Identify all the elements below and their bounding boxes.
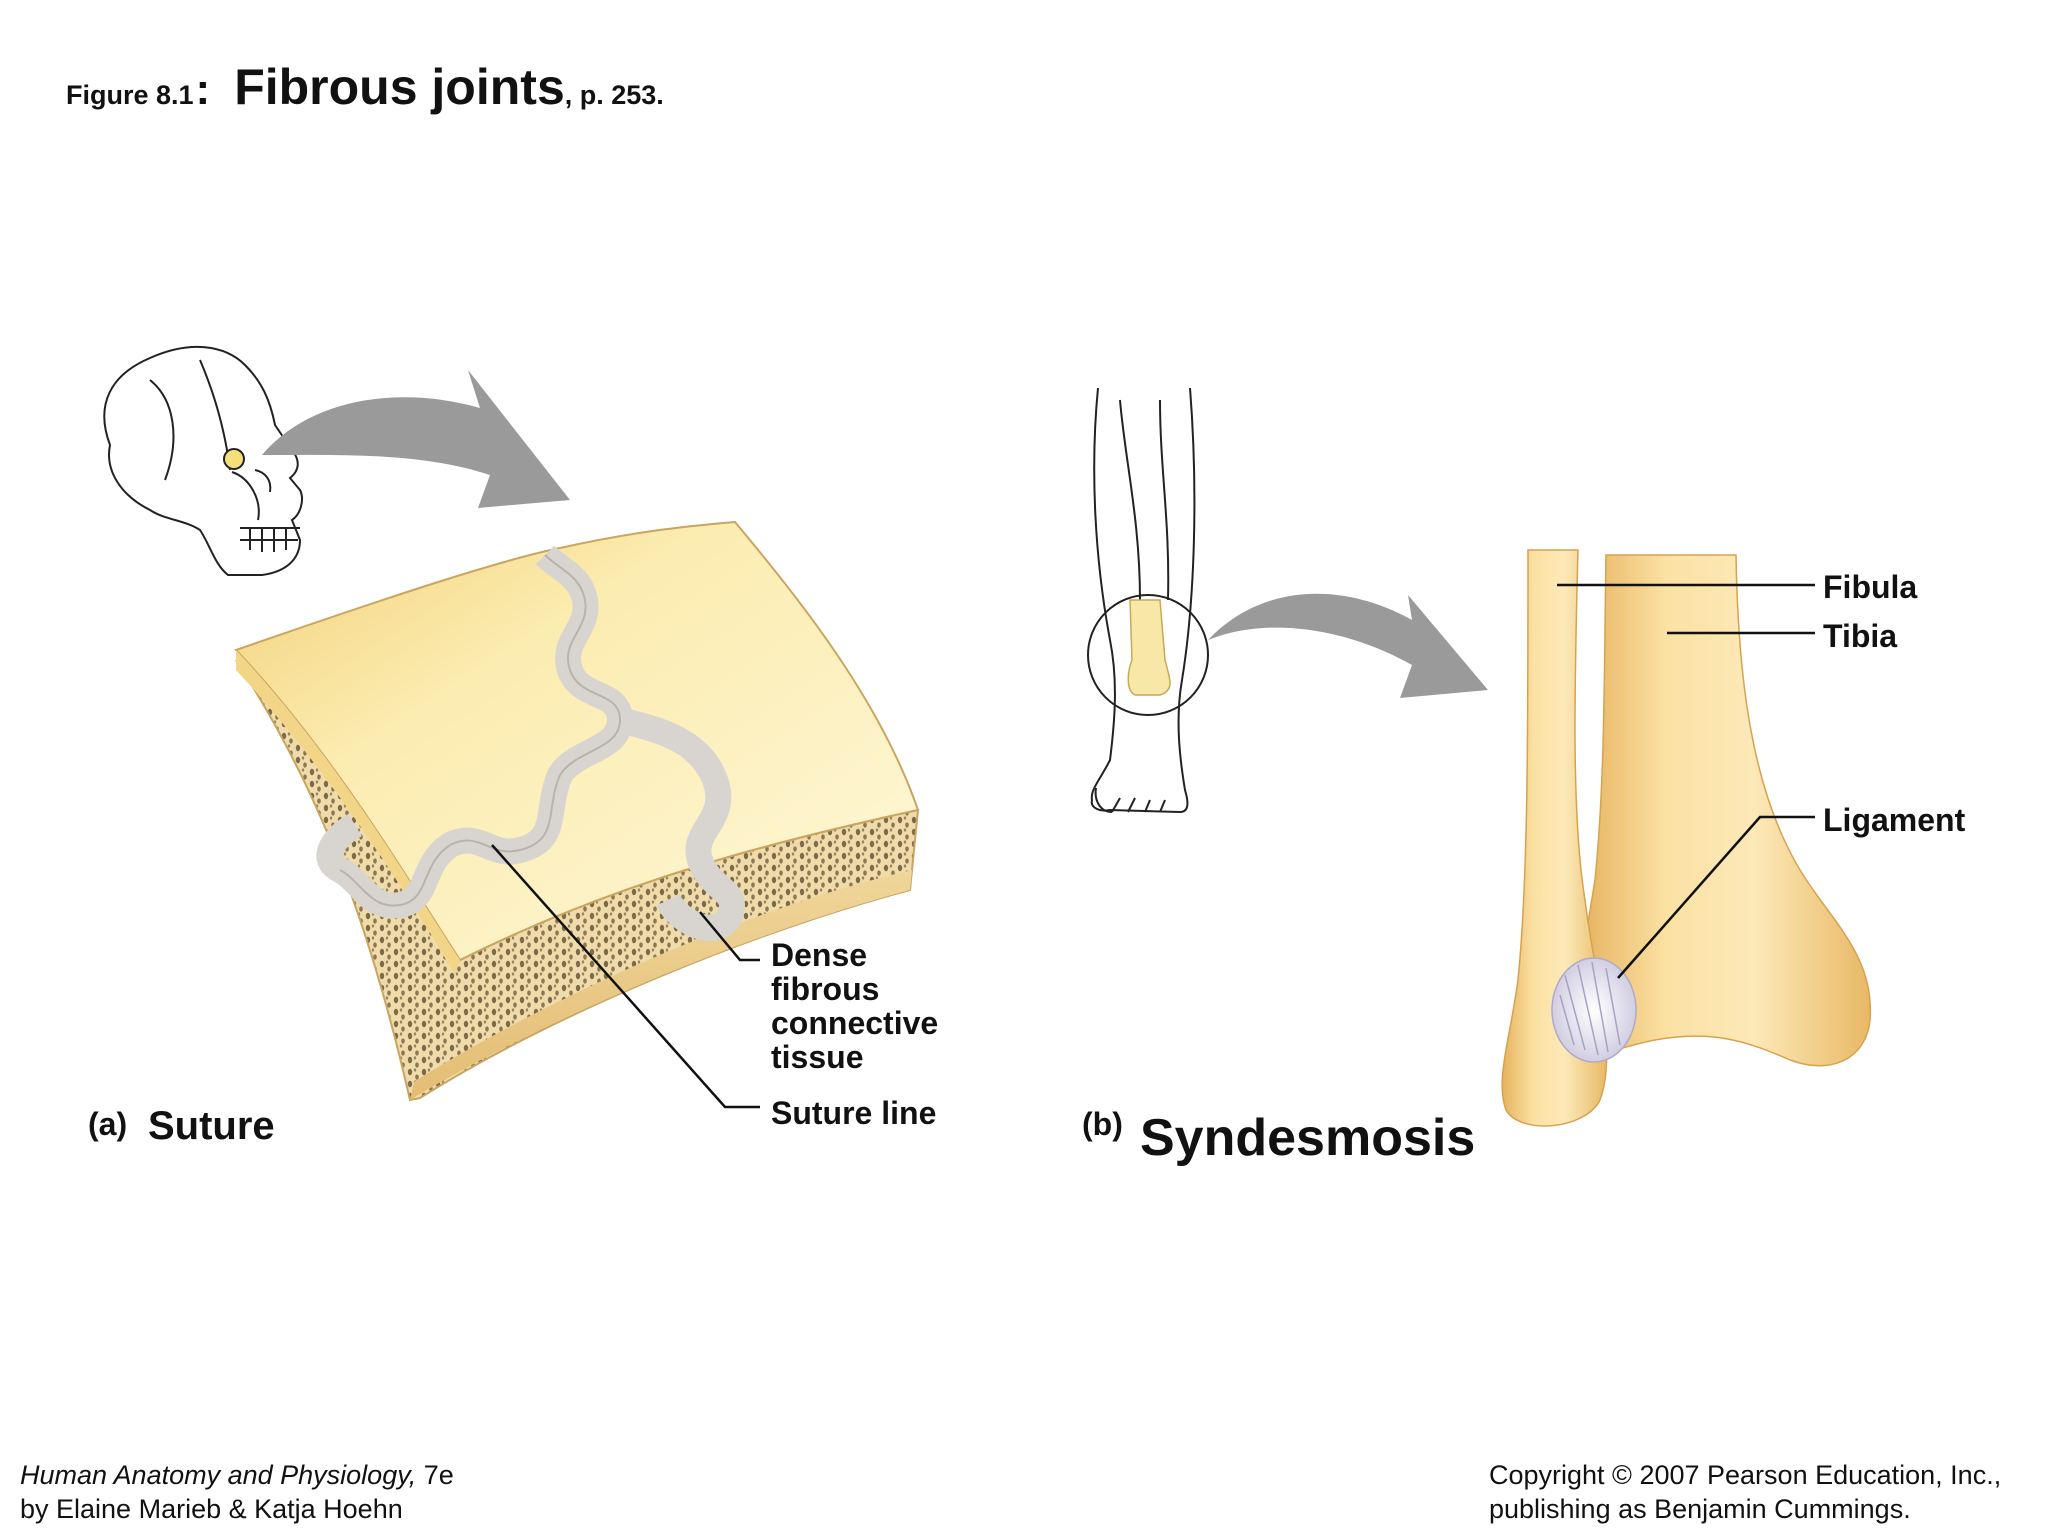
label-dense-line2: fibrous <box>771 971 880 1007</box>
label-ligament: Ligament <box>1823 802 1966 838</box>
figure-page-ref: , p. 253. <box>564 80 664 110</box>
label-suture-line: Suture line <box>771 1095 937 1131</box>
footer-authors: by Elaine Marieb & Katja Hoehn <box>20 1494 403 1524</box>
panel-a-letter: (a) <box>88 1106 128 1142</box>
gray-arrow-b <box>1208 593 1488 698</box>
suture-bone-block <box>234 520 920 1102</box>
figure-title: Figure 8.1 : Fibrous joints , p. 253. <box>66 58 664 116</box>
leader-ligament <box>1617 815 1815 979</box>
leg-illustration <box>1090 387 1196 814</box>
tibia-fibula-illustration <box>1501 549 1872 1127</box>
skull-illustration <box>103 345 303 576</box>
gray-arrow-a <box>262 370 570 508</box>
footer-book-title: Human Anatomy and Physiology, <box>20 1460 417 1490</box>
label-dense-line4: tissue <box>771 1039 864 1075</box>
footer-copyright: Copyright © 2007 Pearson Education, Inc.… <box>1489 1458 2001 1526</box>
leader-dense-tissue <box>699 911 760 962</box>
footer-publisher-line: publishing as Benjamin Cummings. <box>1489 1494 1911 1524</box>
leg-zoom-circle <box>1087 594 1209 716</box>
footer-edition: 7e <box>416 1460 454 1490</box>
figure-number: Figure 8.1 <box>66 80 194 110</box>
label-dense-line3: connective <box>771 1005 939 1041</box>
leader-suture-line <box>491 844 760 1109</box>
label-tibia: Tibia <box>1823 618 1898 654</box>
label-dense-line1: Dense <box>771 937 868 973</box>
ligament-fibers <box>1551 957 1637 1063</box>
leg-bone-highlight <box>1127 599 1171 696</box>
figure-main-title: Fibrous joints <box>234 59 565 115</box>
footer-book-credit: Human Anatomy and Physiology, 7e by Elai… <box>20 1458 454 1526</box>
skull-highlight-circle <box>223 448 245 470</box>
panel-b-name: Syndesmosis <box>1140 1109 1476 1167</box>
footer-copyright-line: Copyright © 2007 Pearson Education, Inc.… <box>1489 1460 2002 1490</box>
label-fibula: Fibula <box>1823 569 1918 605</box>
panel-b-letter: (b) <box>1082 1106 1123 1142</box>
label-dense-fibrous-tissue: Dense fibrous connective tissue <box>771 938 938 1074</box>
panel-a-name: Suture <box>148 1104 275 1148</box>
title-colon: : <box>195 65 211 114</box>
